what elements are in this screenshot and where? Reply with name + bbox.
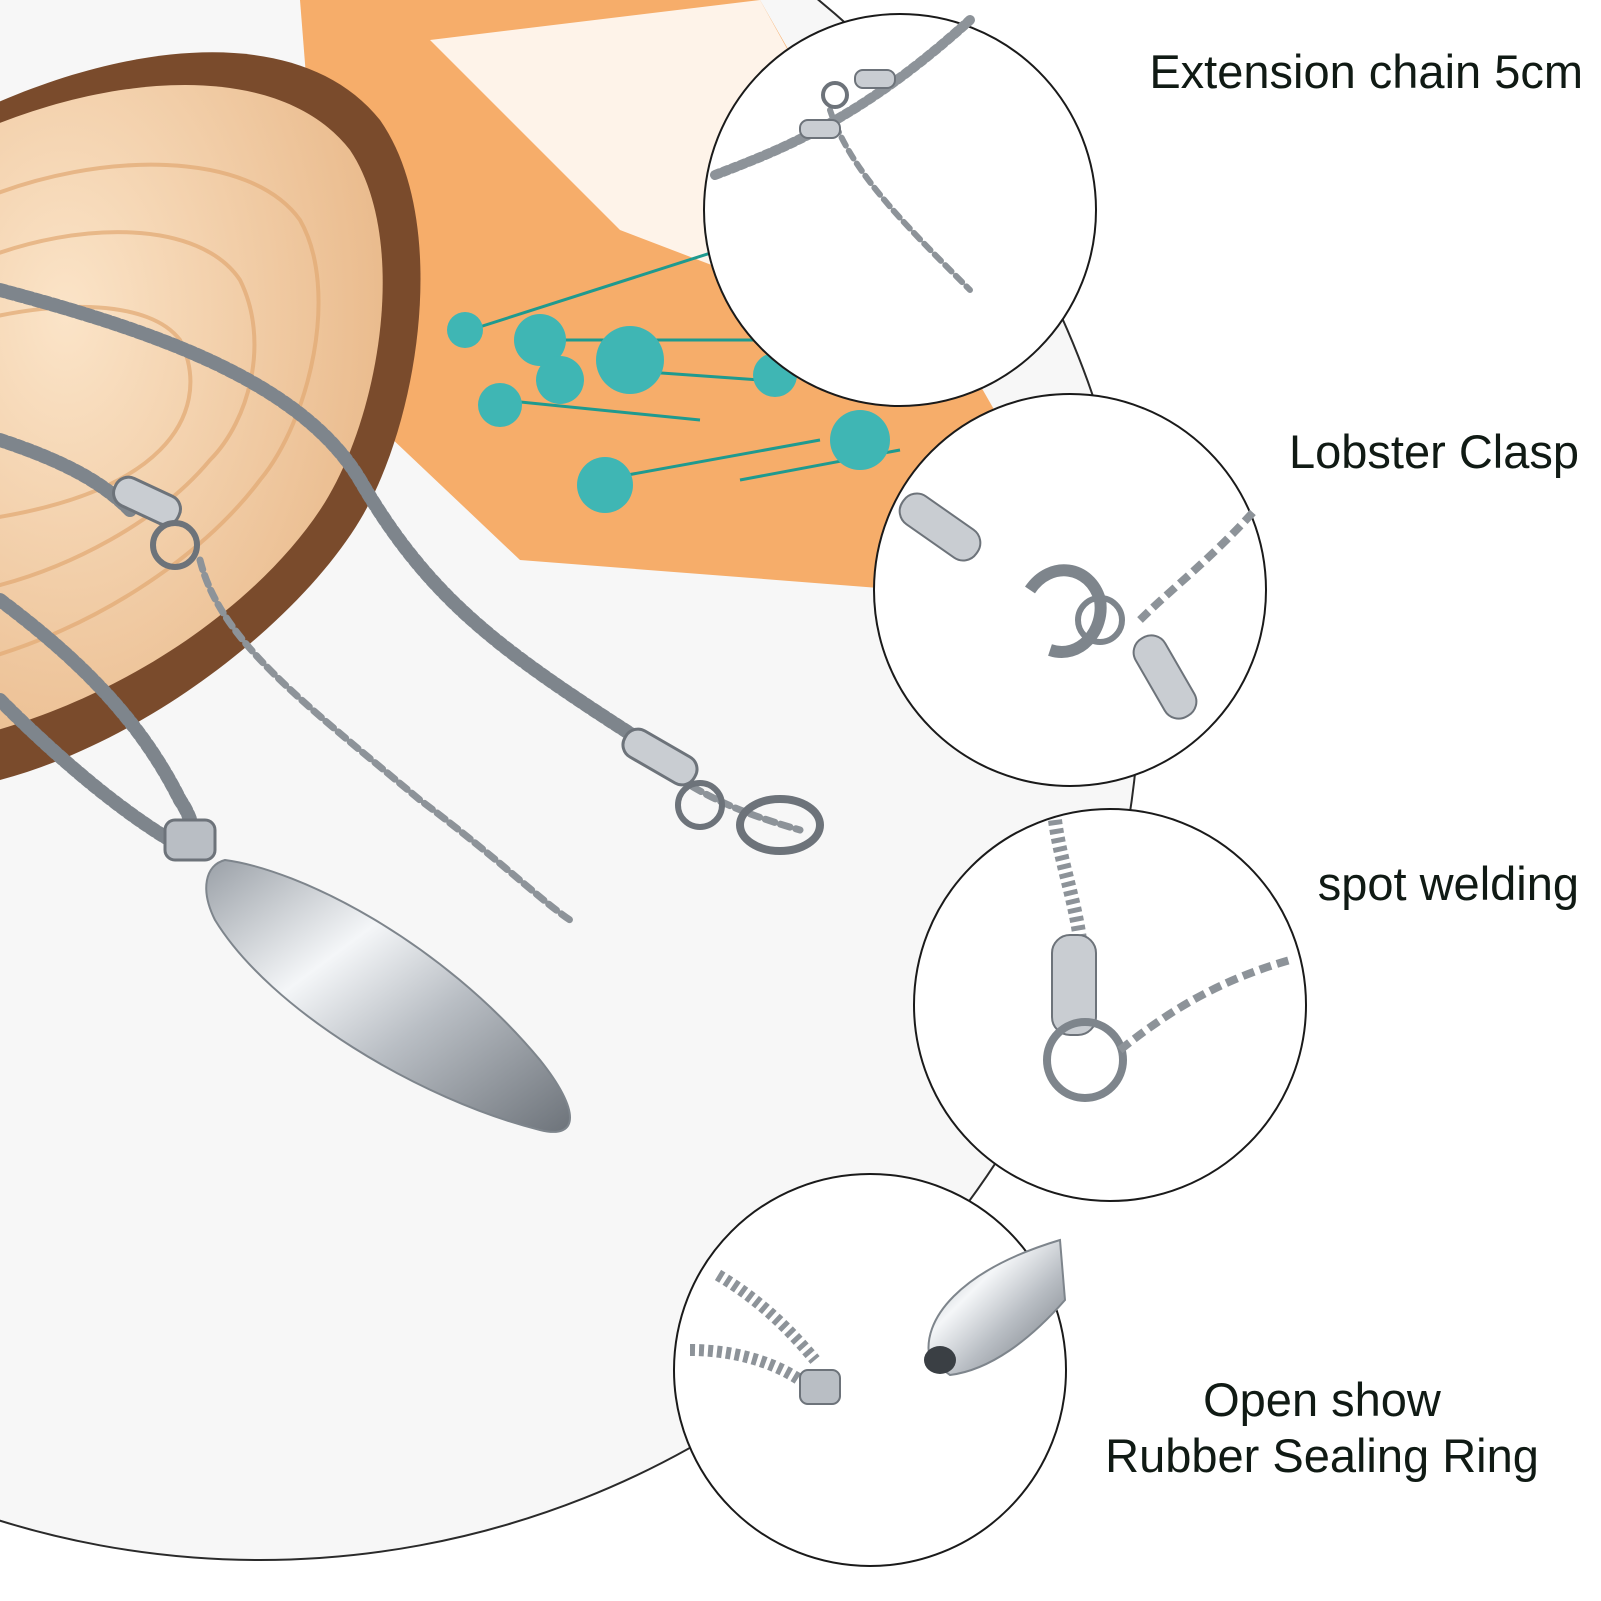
callout-open-show: Open show Rubber Sealing Ring (1062, 1372, 1582, 1485)
callout-spot-welding: spot welding (1317, 857, 1579, 910)
wood-slice (0, 52, 421, 780)
callout-extension-chain: Extension chain 5cm (1149, 45, 1583, 98)
teal-flowers (447, 248, 901, 513)
detail-circle-extension-chain (703, 13, 1097, 407)
callout-open-show-line2: Rubber Sealing Ring (1105, 1429, 1539, 1483)
callout-lobster-clasp: Lobster Clasp (1289, 425, 1579, 478)
callout-open-show-line1: Open show (1203, 1373, 1441, 1426)
teardrop-pendant (163, 818, 571, 1133)
detail-circle-spot-welding (913, 808, 1307, 1202)
clasp-parts (112, 475, 824, 855)
detail-circle-open-pendant (673, 1173, 1067, 1567)
detail-circle-lobster-clasp (873, 393, 1267, 787)
